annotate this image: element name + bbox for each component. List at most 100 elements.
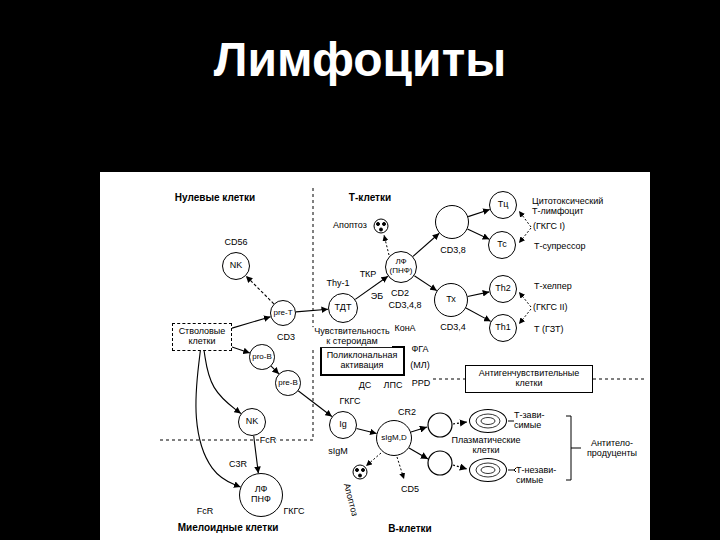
node-label: Ig: [339, 420, 347, 430]
cell-circle: Тс: [488, 231, 516, 259]
connector: [232, 347, 250, 353]
cell-circle: NK: [238, 408, 266, 436]
node-caption: Т-зави- симые: [514, 411, 560, 431]
apoptosis-symbol: [377, 223, 380, 226]
node-label: pre-B: [278, 379, 298, 388]
annotation: CD3,4,8: [388, 301, 421, 311]
apoptosis-symbol: [353, 465, 367, 479]
node-label: pre-T: [273, 309, 292, 318]
plasma-cell: [411, 427, 427, 432]
cd5-arrow: [397, 457, 404, 479]
bracket: [566, 416, 581, 480]
plasma-cell: [476, 414, 500, 428]
region-heading: В-клетки: [388, 523, 431, 534]
node-label: Тх: [446, 295, 456, 305]
plasma-cell: [453, 465, 467, 469]
process-box: Стволовые клетки: [172, 323, 232, 351]
connector: [204, 351, 241, 414]
connector: [468, 209, 490, 216]
annotation: ФГА: [411, 345, 428, 355]
node-label: Поликлональная активация: [326, 351, 399, 371]
annotation: ДС: [359, 381, 372, 391]
annotation: Т (ГЗТ): [534, 325, 563, 335]
node-caption: CD3,8: [440, 246, 466, 256]
cell-circle: Тц: [489, 191, 517, 219]
connector: [467, 229, 489, 239]
apoptosis-symbol: [359, 474, 362, 477]
connector: [232, 317, 271, 328]
mhc-arrow: [519, 211, 531, 227]
annotation: ГКГС: [283, 507, 304, 517]
annotation: CD2: [391, 289, 409, 299]
cell-oval: Т-зави- симые: [469, 409, 507, 433]
annotation: (ГКГС I): [533, 222, 565, 232]
connector: [466, 308, 491, 321]
region-divider: [160, 440, 313, 441]
node-caption: CD3,4: [440, 323, 466, 333]
node-label: Тц: [498, 200, 509, 210]
node-label: Антигенчувствительные клетки: [470, 369, 588, 389]
annotation: PPD: [412, 379, 431, 389]
annotation: CD5: [401, 485, 419, 495]
annotation: ЭБ: [371, 292, 383, 302]
annotation: FcR: [197, 507, 214, 517]
cell-circle: pro-B: [249, 344, 275, 370]
cell-circle: ЛФ ПНФ: [239, 473, 283, 517]
connector: [296, 309, 328, 312]
node-label: Стволовые клетки: [177, 327, 227, 347]
bracket: [566, 416, 581, 480]
connector-group: [196, 209, 491, 487]
annotation: CD3: [277, 333, 295, 343]
cell-circle: ТхCD3,4: [434, 283, 468, 317]
connector: [246, 276, 274, 304]
annotation: Плазматические клетки: [450, 436, 522, 456]
node-caption: Т-незави- симые: [516, 466, 562, 486]
cell-circle: ТДТ: [328, 293, 358, 323]
plasma-cell: [428, 413, 452, 437]
cell-circle: NK: [222, 252, 250, 280]
connector: [413, 233, 439, 256]
cell-circle: Th1: [489, 314, 517, 342]
cell-circle: pre-B: [275, 370, 301, 396]
apoptosis-symbol: [384, 235, 389, 255]
plasma-cell: [476, 463, 500, 477]
annotation: Антитело- продуценты: [583, 439, 641, 459]
annotation: ТКР: [360, 270, 377, 280]
connector: [254, 436, 259, 473]
node-label: ЛФ (ПНФ): [388, 258, 414, 276]
cd5-arrow: [397, 457, 404, 479]
annotation: Thy-1: [326, 279, 349, 289]
cell-circle: pre-T: [270, 300, 296, 326]
node-label: Тс: [497, 240, 507, 250]
plasma-cell: [409, 448, 428, 459]
annotation: (ГКГС II): [533, 303, 568, 313]
region-heading: Нулевые клетки: [175, 192, 255, 203]
annotation: ЛПС: [384, 381, 403, 391]
connector: [468, 292, 490, 297]
apoptosis-symbol: [383, 223, 386, 226]
apoptosis-symbol: [356, 469, 359, 472]
node-label: Th1: [495, 323, 511, 333]
region-divider: [593, 379, 645, 380]
plasma-cell: [453, 422, 467, 424]
node-label: Th2: [495, 284, 511, 294]
page-title: Лимфоциты: [0, 34, 720, 87]
node-label: ТДТ: [335, 303, 352, 313]
annotation: КонА: [394, 324, 415, 334]
region-divider: [160, 188, 645, 440]
annotation: Т-супрессор: [534, 242, 586, 252]
region-divider: [433, 379, 465, 380]
annotation: C3R: [229, 460, 247, 470]
plasma-cell: [428, 451, 452, 475]
apoptosis-symbol: [366, 453, 381, 466]
cell-circle: ЛФ (ПНФ): [385, 251, 417, 283]
mhc-arrow: [519, 228, 531, 243]
node-label: NK: [230, 261, 243, 271]
process-box: Антигенчувствительные клетки: [465, 365, 593, 393]
mhc-arrow: [519, 292, 531, 307]
annotation: sIgM: [328, 447, 348, 457]
annotation: Цитотоксический Т-лимфоцит: [532, 197, 612, 217]
plasma-cell: [481, 467, 495, 474]
annotation: (МЛ): [410, 361, 429, 371]
cell-circle: Ig: [329, 411, 357, 439]
